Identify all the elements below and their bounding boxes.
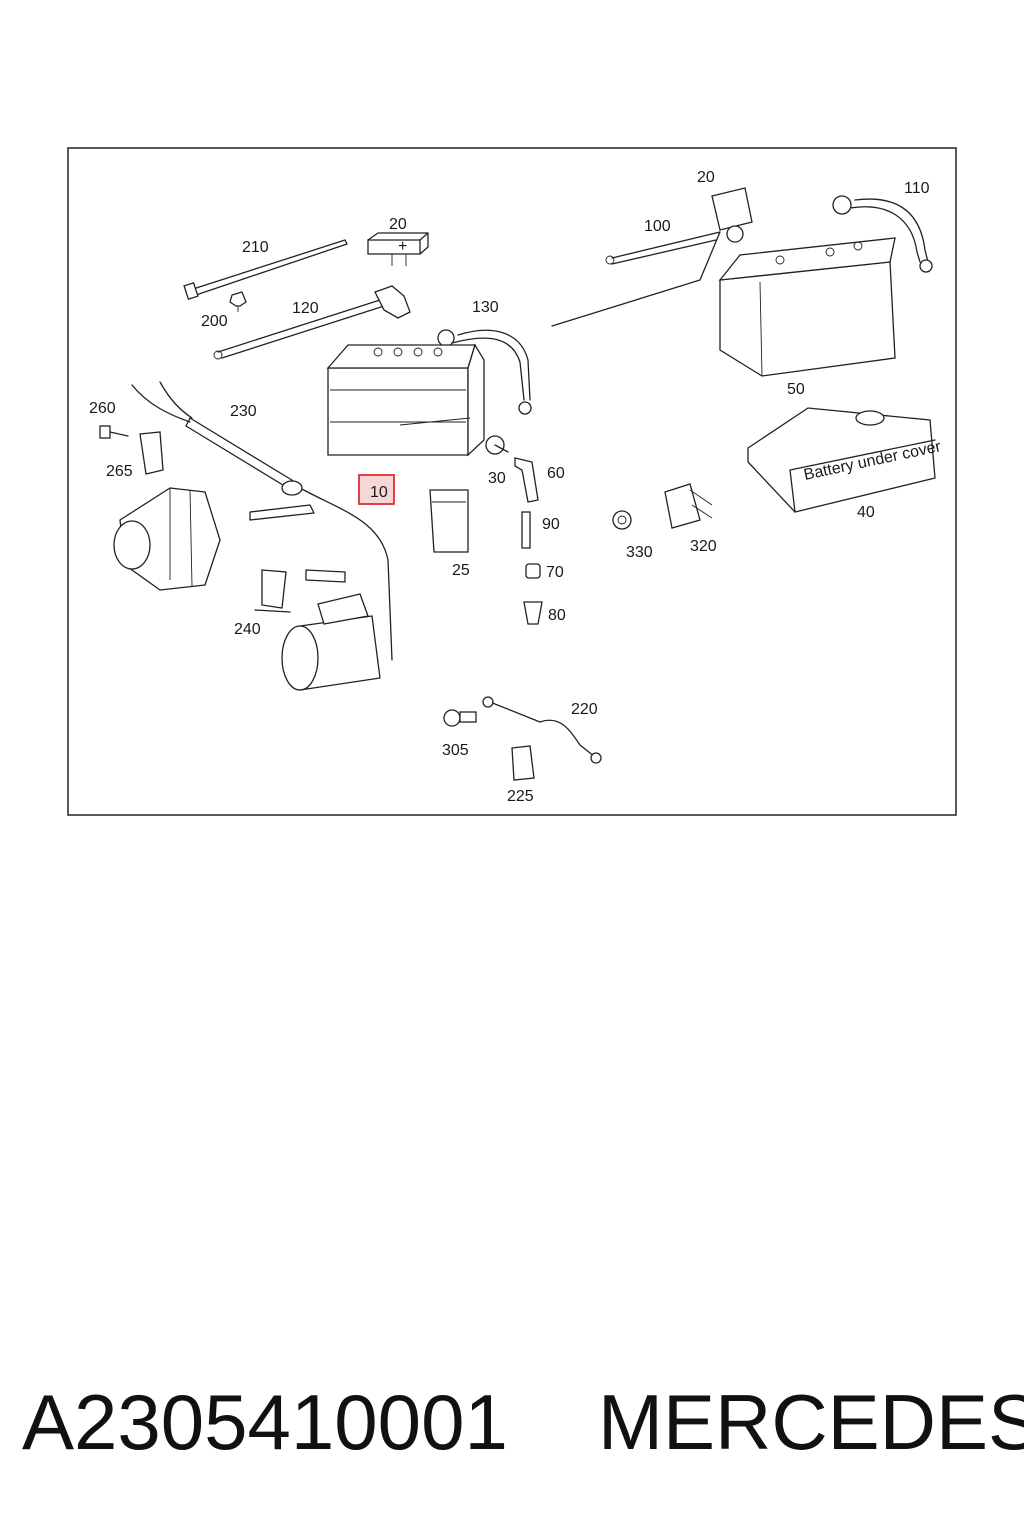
callout-30: 30 <box>488 470 506 487</box>
ground-cable-part <box>213 285 411 360</box>
battery-part-50 <box>718 237 896 377</box>
terminal-cover-part-left: + <box>367 232 429 266</box>
callout-100: 100 <box>644 218 671 235</box>
plus-sign-left: + <box>398 238 407 255</box>
elbow-part-60 <box>514 457 539 503</box>
callout-70: 70 <box>546 564 564 581</box>
brand-caption: MERCEDES <box>598 1378 1024 1466</box>
callout-220: 220 <box>571 701 598 718</box>
terminal-part-30 <box>485 435 509 455</box>
highlight-box <box>358 474 395 505</box>
callout-120: 120 <box>292 300 319 317</box>
cable-tie-part <box>183 239 348 301</box>
battery-cover-part-40: Battery under cover <box>747 407 943 513</box>
battery-part-main <box>326 343 485 457</box>
callout-200: 200 <box>201 313 228 330</box>
clip-part-265 <box>139 431 164 475</box>
part-number-caption: A2305410001 <box>22 1378 508 1466</box>
grommet-part-70 <box>525 563 541 579</box>
callout-260: 260 <box>89 400 116 417</box>
bolt-part-305 <box>443 709 477 727</box>
connector-part-320 <box>664 483 713 529</box>
callout-60: 60 <box>547 465 565 482</box>
cable-part-100 <box>551 231 721 327</box>
callout-50: 50 <box>787 381 805 398</box>
callout-80: 80 <box>548 607 566 624</box>
terminal-cover-part-right <box>711 187 753 243</box>
negative-cable-part <box>832 195 933 273</box>
callout-330: 330 <box>626 544 653 561</box>
callout-265: 265 <box>106 463 133 480</box>
callout-25: 25 <box>452 562 470 579</box>
starter-motor-sketch <box>281 569 381 691</box>
pin-part-90 <box>521 511 531 549</box>
bolt-part-260 <box>99 425 129 439</box>
callout-230: 230 <box>230 403 257 420</box>
callout-130: 130 <box>472 299 499 316</box>
callout-240: 240 <box>234 621 261 638</box>
wiring-harness-part <box>131 381 393 661</box>
clip-part-225 <box>511 745 535 781</box>
nut-part-330 <box>612 510 632 530</box>
callout-225: 225 <box>507 788 534 805</box>
callout-40: 40 <box>857 504 875 521</box>
plug-part-80 <box>523 601 543 625</box>
callout-20-left: 20 <box>389 216 407 233</box>
clip-part <box>229 291 247 312</box>
positive-cable-part <box>437 329 532 415</box>
callout-305: 305 <box>442 742 469 759</box>
callout-90: 90 <box>542 516 560 533</box>
ground-strap-part-220 <box>482 696 602 764</box>
callout-210: 210 <box>242 239 269 256</box>
alternator-sketch <box>113 487 221 591</box>
callout-20-right: 20 <box>697 169 715 186</box>
callout-labels: 20 210 200 120 130 260 230 265 240 10 25… <box>89 169 930 805</box>
callout-320: 320 <box>690 538 717 555</box>
callout-110: 110 <box>904 180 930 197</box>
fuse-box-part <box>429 489 469 553</box>
callout-10: 10 <box>370 484 388 501</box>
bracket-part-240 <box>254 569 291 613</box>
